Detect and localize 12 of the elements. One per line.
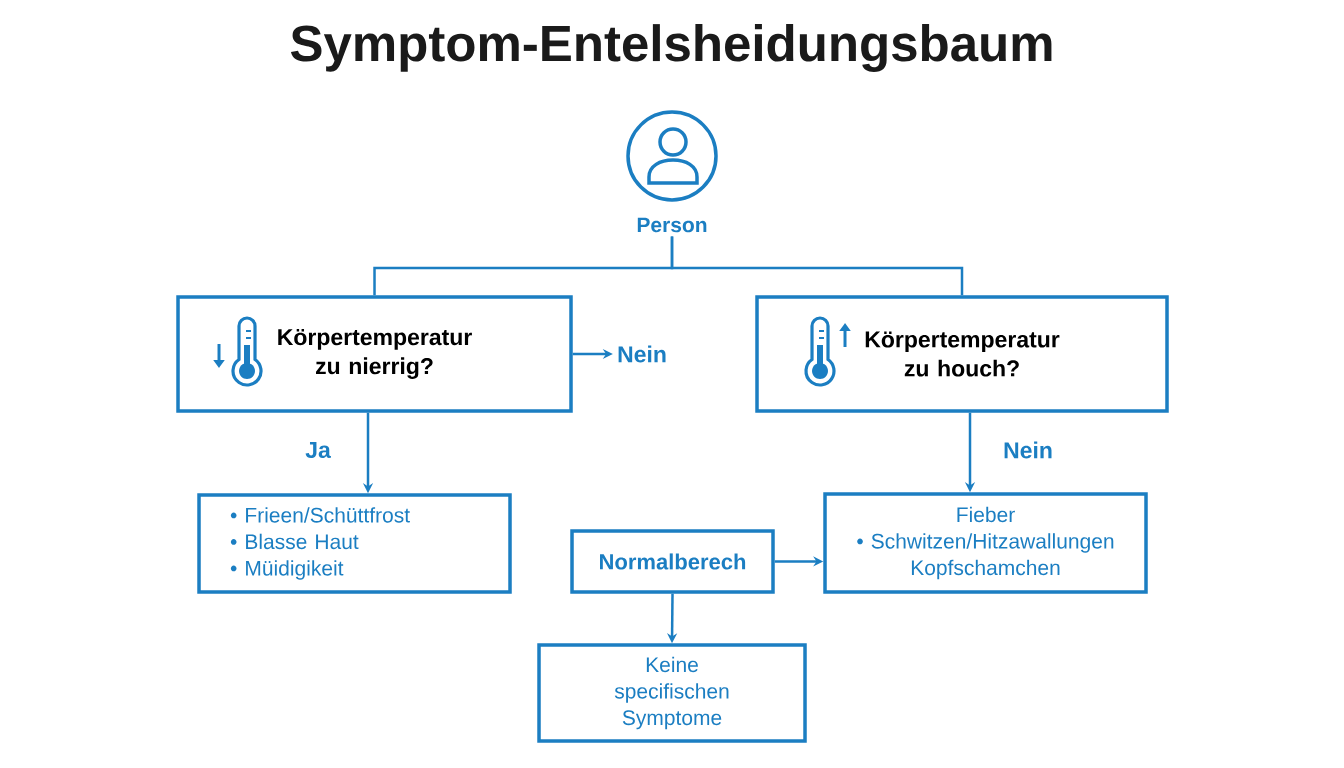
edge-label: Nein (1001, 439, 1055, 461)
outcome-label: Nein (618, 345, 666, 363)
edge-label: Ja (303, 439, 333, 460)
symptom-box: Keine specifischen Symptome (537, 643, 807, 743)
symptom-box: Fieber • Schwitzen/Hitzawallungen Kopfschamchen (823, 492, 1148, 594)
person-label: Person (637, 217, 707, 233)
decision-box: Körpertemperatur zu houch? (755, 295, 1169, 413)
range-box: Normalberech (570, 529, 775, 594)
title: Symptom-Entelsheidungsbaum (290, 24, 1052, 72)
connector-line (670, 236, 964, 296)
decision-box: Körpertemperatur zu nierrig? (176, 295, 573, 413)
symptom-box: • Frieen/Schüttfrost • Blasse Haut • Müidigikeit (197, 493, 512, 594)
